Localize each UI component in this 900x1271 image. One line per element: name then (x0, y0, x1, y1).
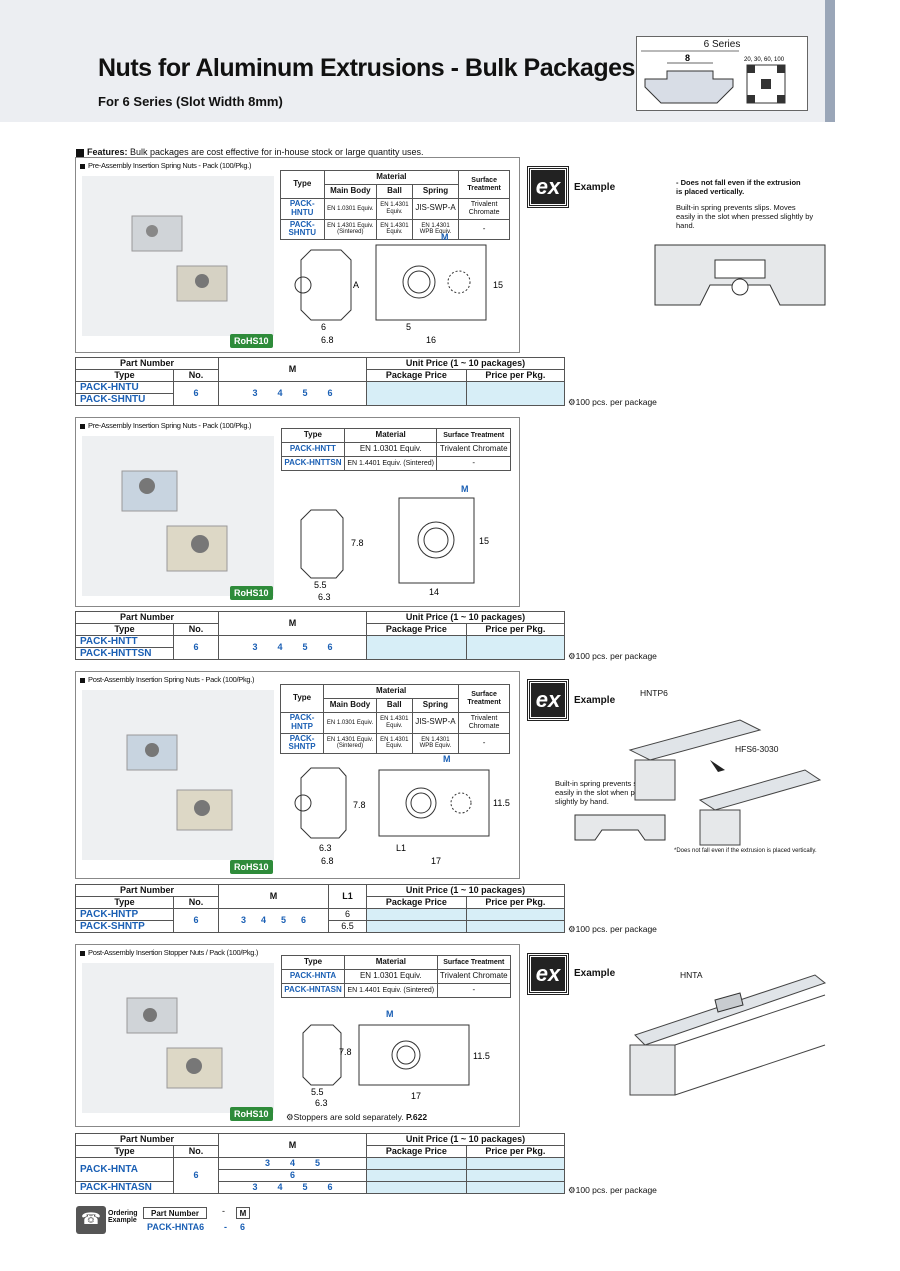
ordering-m-header: M (236, 1207, 250, 1219)
section-2-panel: Pre-Assembly Insertion Spring Nuts - Pac… (75, 417, 520, 607)
svg-text:17: 17 (431, 856, 441, 866)
example-1-note-1: - Does not fall even if the extrusion is… (676, 178, 801, 196)
section-2-drawing: 7.8 M 15 5.5 6.3 14 (300, 484, 489, 602)
features-text: Bulk packages are cost effective for in-… (130, 147, 424, 157)
section-4-title: Post-Assembly Insertion Stopper Nuts / P… (80, 948, 258, 957)
section-1-drawing: A M 15 5 6 6.8 16 (294, 232, 503, 345)
ordering-dash-2: - (224, 1222, 227, 1232)
ordering-dash: - (222, 1206, 225, 1216)
rohs-badge: RoHS10 (230, 1107, 273, 1121)
svg-text:5.5: 5.5 (311, 1087, 324, 1097)
section-3-panel: Post-Assembly Insertion Spring Nuts - Pa… (75, 671, 520, 879)
sizes-label: 20, 30, 60, 100 (744, 57, 785, 63)
pack-note-4: ⚙100 pcs. per package (568, 1185, 657, 1195)
example-3-label: Example (574, 695, 616, 706)
series-box: 6 Series 8 20, 30, 60, 100 (636, 36, 808, 111)
slot-profile-diagram: 8 20, 30, 60, 100 (641, 50, 786, 104)
svg-text:5.5: 5.5 (314, 580, 327, 590)
example-1-note-2: Built-in spring prevents slips. Moves ea… (676, 203, 814, 230)
svg-text:15: 15 (479, 536, 489, 546)
svg-text:11.5: 11.5 (493, 798, 510, 808)
phone-icon: ☎ (76, 1206, 106, 1234)
features-label: Features: (87, 147, 128, 157)
example-4-drawing (629, 974, 827, 1096)
example-4-hnta: HNTA (680, 970, 703, 980)
example-3-drawing (574, 719, 822, 846)
product-photo (82, 690, 274, 860)
svg-text:6.8: 6.8 (321, 335, 334, 345)
page-subtitle: For 6 Series (Slot Width 8mm) (98, 94, 283, 109)
svg-text:15: 15 (493, 280, 503, 290)
series-label: 6 Series (703, 39, 741, 50)
svg-text:6: 6 (321, 322, 326, 332)
ordering-label: Ordering Example (108, 1210, 138, 1224)
ordering-pn-header: Part Number (143, 1207, 207, 1219)
section-3-title: Post-Assembly Insertion Spring Nuts - Pa… (80, 675, 255, 684)
svg-text:6.3: 6.3 (319, 843, 332, 853)
example-3-note-2: *Does not fall even if the extrusion is … (674, 848, 817, 854)
example-1-label: Example (574, 182, 616, 193)
slot-width-label: 8 (685, 53, 690, 63)
svg-text:5: 5 (406, 322, 411, 332)
pack-note-1: ⚙100 pcs. per package (568, 397, 657, 407)
rohs-badge: RoHS10 (230, 860, 273, 874)
stopper-note: ⚙Stoppers are sold separately. P.622 (286, 1112, 428, 1122)
section-4-drawing: 7.8 M 11.5 5.5 6.3 17 (302, 1009, 490, 1107)
example-badge: ex (527, 679, 569, 721)
svg-text:L1: L1 (396, 843, 406, 853)
example-1-drawing (654, 244, 826, 306)
svg-text:6.3: 6.3 (318, 592, 331, 602)
example-3-hfs: HFS6-3030 (735, 744, 779, 754)
svg-text:M: M (461, 484, 469, 494)
section-1-panel: Pre-Assembly Insertion Spring Nuts - Pac… (75, 157, 520, 353)
svg-text:7.8: 7.8 (339, 1047, 352, 1057)
page-title: Nuts for Aluminum Extrusions - Bulk Pack… (98, 54, 635, 82)
example-3: ex (527, 679, 569, 721)
rohs-badge: RoHS10 (230, 586, 273, 600)
example-1: ex (527, 166, 569, 208)
product-photo (82, 963, 274, 1113)
svg-text:M: M (386, 1009, 394, 1019)
pack-note-2: ⚙100 pcs. per package (568, 651, 657, 661)
example-4: ex (527, 953, 569, 995)
svg-text:M: M (443, 754, 451, 764)
section-4-panel: Post-Assembly Insertion Stopper Nuts / P… (75, 944, 520, 1127)
svg-text:7.8: 7.8 (351, 538, 364, 548)
svg-text:16: 16 (426, 335, 436, 345)
svg-text:6.8: 6.8 (321, 856, 334, 866)
example-3-hntp: HNTP6 (640, 688, 668, 698)
rohs-badge: RoHS10 (230, 334, 273, 348)
svg-text:11.5: 11.5 (473, 1051, 490, 1061)
section-1-title: Pre-Assembly Insertion Spring Nuts - Pac… (80, 161, 252, 170)
example-badge: ex (527, 166, 569, 208)
pack-note-3: ⚙100 pcs. per package (568, 924, 657, 934)
svg-text:6.3: 6.3 (315, 1098, 328, 1107)
product-photo (82, 436, 274, 596)
section-3-drawing: 7.8 M 11.5 6.3 6.8 L1 17 (294, 754, 510, 866)
svg-text:14: 14 (429, 587, 439, 597)
product-photo (82, 176, 274, 336)
example-4-label: Example (574, 968, 616, 979)
ordering-pn-value: PACK-HNTA6 (147, 1222, 205, 1232)
section-2-title: Pre-Assembly Insertion Spring Nuts - Pac… (80, 421, 252, 430)
svg-text:M: M (441, 232, 449, 242)
ordering-m-value: 6 (240, 1222, 246, 1232)
stopper-page-link[interactable]: P.622 (405, 1112, 428, 1122)
example-3-note-1: Built-in spring prevents slips. Moves ea… (555, 779, 675, 806)
example-badge: ex (527, 953, 569, 995)
svg-text:7.8: 7.8 (353, 800, 366, 810)
svg-text:A: A (353, 280, 359, 290)
features-line: Features: Bulk packages are cost effecti… (76, 147, 424, 157)
svg-text:17: 17 (411, 1091, 421, 1101)
